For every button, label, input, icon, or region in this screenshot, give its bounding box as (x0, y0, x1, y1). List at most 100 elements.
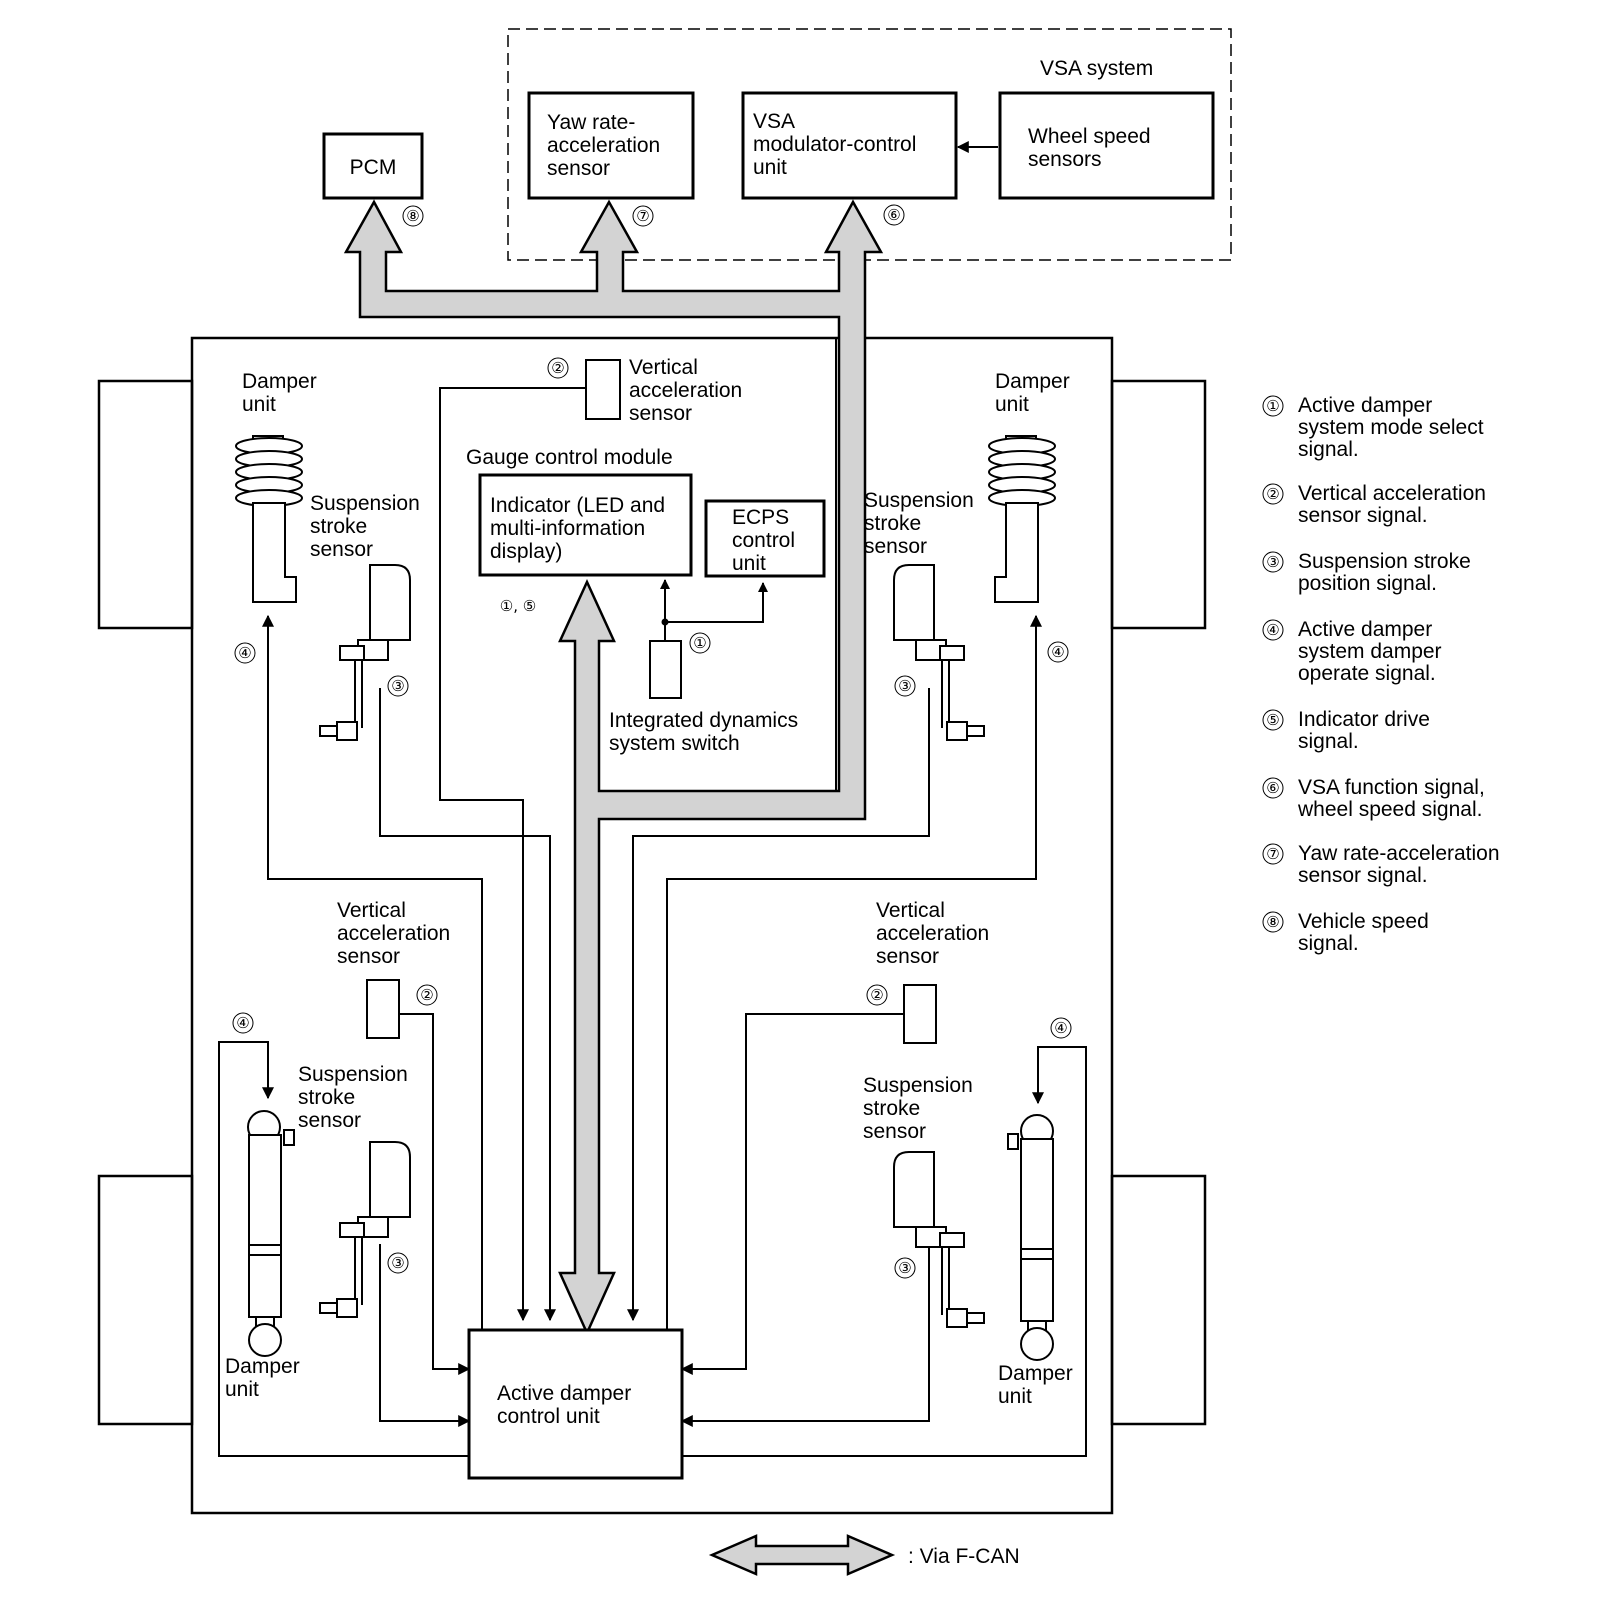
stroke-rl-line1: Suspension (298, 1063, 408, 1086)
marker-4-rr: ④ (1054, 1019, 1067, 1037)
stroke-rl-line3: sensor (298, 1109, 361, 1132)
marker-3-fl: ③ (391, 677, 404, 695)
yaw-sensor-line2: acceleration (547, 134, 660, 157)
ids-switch[interactable] (649, 640, 682, 699)
marker-2-top: ② (551, 359, 564, 377)
ecps-box (704, 499, 826, 578)
vsensor-rr-line1: Vertical (876, 899, 945, 922)
stroke-sensor-fl (319, 564, 411, 741)
legend-num-1: ① (1266, 397, 1279, 415)
marker-3-rr: ③ (898, 1259, 911, 1277)
vsensor-top-line3: sensor (629, 402, 692, 425)
legend-num-7: ⑦ (1266, 845, 1279, 863)
stroke-rl-line2: stroke (298, 1086, 355, 1109)
ecps-line1: ECPS (732, 506, 789, 529)
marker-1-5: ①, ⑤ (500, 597, 536, 615)
wheel-front-right (1110, 379, 1207, 630)
vertical-sensor-rr (903, 984, 937, 1044)
ecps-line3: unit (732, 552, 766, 575)
legend-7-line1: Yaw rate-acceleration (1298, 842, 1500, 865)
stroke-sensor-rr (893, 1151, 985, 1328)
stroke-rr-line2: stroke (863, 1097, 920, 1120)
marker-2-rr: ② (870, 986, 883, 1004)
damper-fl-line1: Damper (242, 370, 317, 393)
legend-2-line1: Vertical acceleration (1298, 482, 1486, 505)
damper-fr-line2: unit (995, 393, 1029, 416)
pcm-box (322, 132, 424, 200)
legend-6-line2: wheel speed signal. (1297, 798, 1482, 821)
stroke-fr-line3: sensor (864, 535, 927, 558)
vsa-modulator-box (741, 91, 958, 200)
vsa-system-group (507, 28, 1232, 261)
stroke-fr-line1: Suspension (864, 489, 974, 512)
signal-markers: ⑧ ⑦ ⑥ ② ①, ⑤ ① ④ ③ ③ ④ ② ② ④ ④ ③ ③ (232, 204, 1072, 1279)
stroke-rr-line3: sensor (863, 1120, 926, 1143)
marker-4-fl: ④ (238, 644, 251, 662)
damper-rr-line2: unit (998, 1385, 1032, 1408)
damper-rl-line2: unit (225, 1378, 259, 1401)
vsa-system-title: VSA system (1040, 57, 1153, 80)
damper-unit-fl (235, 435, 303, 603)
vsensor-rl-line3: sensor (337, 945, 400, 968)
damper-unit-rl (247, 1110, 295, 1357)
damper-unit-fr (988, 435, 1056, 603)
vsensor-rr-line3: sensor (876, 945, 939, 968)
indicator-line1: Indicator (LED and (490, 494, 665, 517)
legend-8-line2: signal. (1298, 932, 1359, 955)
legend-1-line1: Active damper (1298, 394, 1432, 417)
vsensor-rr-line2: acceleration (876, 922, 989, 945)
wheel-speed-sensors-box (998, 91, 1215, 200)
modulator-line3: unit (753, 156, 787, 179)
legend-7-line2: sensor signal. (1298, 864, 1428, 887)
ids-switch-line1: Integrated dynamics (609, 709, 798, 732)
legend-6-line1: VSA function signal, (1298, 776, 1485, 799)
marker-7-yaw: ⑦ (636, 207, 649, 225)
yaw-sensor-line3: sensor (547, 157, 610, 180)
damper-rl-line1: Damper (225, 1355, 300, 1378)
legend-4-line2: system damper (1298, 640, 1442, 663)
pcm-label: PCM (350, 156, 397, 179)
wheel-speed-line1: Wheel speed (1028, 125, 1151, 148)
marker-8-pcm: ⑧ (406, 207, 419, 225)
legend-num-4: ④ (1266, 621, 1279, 639)
indicator-box (478, 473, 693, 577)
marker-6-vsa: ⑥ (887, 206, 900, 224)
marker-2-rl: ② (420, 986, 433, 1004)
vertical-sensor-top (585, 359, 621, 420)
indicator-line2: multi-information (490, 517, 645, 540)
legend-num-5: ⑤ (1266, 711, 1279, 729)
vsensor-rl-line1: Vertical (337, 899, 406, 922)
yaw-rate-sensor-box (527, 91, 695, 200)
damper-rr-line1: Damper (998, 1362, 1073, 1385)
legend-1-line2: system mode select (1298, 416, 1484, 439)
vsensor-top-line1: Vertical (629, 356, 698, 379)
modulator-line1: VSA (753, 110, 795, 133)
marker-3-fr: ③ (898, 677, 911, 695)
active-damper-control-unit (467, 1328, 684, 1480)
legend-4-line3: operate signal. (1298, 662, 1436, 685)
vsensor-top-line2: acceleration (629, 379, 742, 402)
stroke-fl-line1: Suspension (310, 492, 420, 515)
signal-legend: ① Active damper system mode select signa… (1262, 394, 1500, 955)
yaw-sensor-line1: Yaw rate- (547, 111, 635, 134)
signal-wires (218, 141, 1087, 1457)
vsensor-rl-line2: acceleration (337, 922, 450, 945)
fcan-key-arrow (708, 1534, 896, 1576)
stroke-sensor-fr (893, 564, 985, 741)
legend-1-line3: signal. (1298, 438, 1359, 461)
legend-num-8: ⑧ (1266, 913, 1279, 931)
wheel-speed-line2: sensors (1028, 148, 1102, 171)
damper-fr-line1: Damper (995, 370, 1070, 393)
damper-unit-rr (1007, 1114, 1054, 1361)
stroke-fl-line2: stroke (310, 515, 367, 538)
vehicle-body-outline (190, 336, 1114, 1515)
fcan-bus (343, 199, 884, 1337)
legend-8-line1: Vehicle speed (1298, 910, 1429, 933)
stroke-rr-line1: Suspension (863, 1074, 973, 1097)
legend-3-line2: position signal. (1298, 572, 1437, 595)
legend-5-line1: Indicator drive (1298, 708, 1430, 731)
wheel-rear-left (97, 1174, 194, 1426)
stroke-fl-line3: sensor (310, 538, 373, 561)
legend-4-line1: Active damper (1298, 618, 1432, 641)
